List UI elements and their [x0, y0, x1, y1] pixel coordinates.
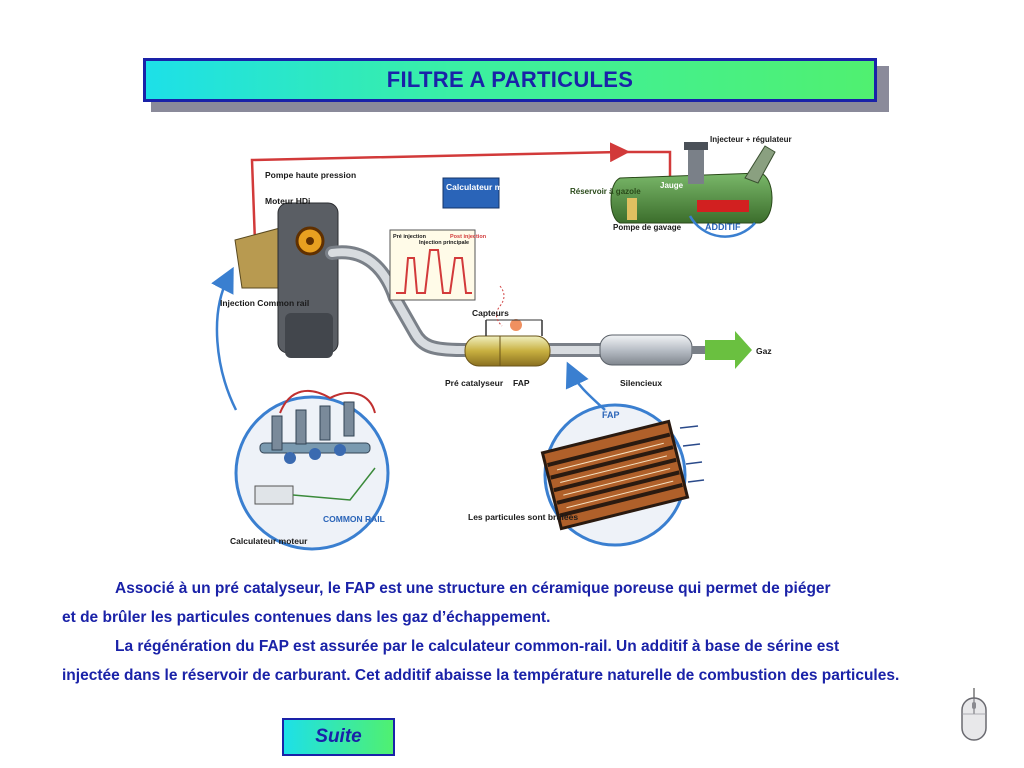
label-moteur-hdi: Moteur HDi — [265, 196, 310, 206]
svg-text:FAP: FAP — [602, 410, 620, 420]
svg-text:Pompe de gavage: Pompe de gavage — [613, 223, 682, 232]
engine — [234, 202, 339, 358]
fap-zoom-inset — [540, 403, 705, 547]
label-fap-zoom: FAP — [602, 410, 620, 420]
label-pompe-gavage: Pompe de gavage — [613, 223, 682, 232]
svg-text:Moteur HDi: Moteur HDi — [265, 196, 310, 206]
svg-text:FAP: FAP — [513, 378, 530, 388]
svg-text:Pompe haute pression: Pompe haute pression — [265, 170, 356, 180]
label-pompe-haute-pression: Pompe haute pression — [265, 170, 356, 180]
label-calculateur-moteur-top: Calculateur moteur — [446, 182, 524, 192]
paragraph-1-line-1: Associé à un pré catalyseur, le FAP est … — [115, 580, 831, 597]
connection-arrows — [211, 266, 606, 411]
svg-text:Calculateur moteur: Calculateur moteur — [446, 182, 524, 192]
svg-text:COMMON RAIL: COMMON RAIL — [323, 514, 385, 524]
svg-text:Réservoir à gazole: Réservoir à gazole — [570, 187, 641, 196]
injection-graph — [389, 229, 476, 301]
fuel-tank — [610, 142, 776, 238]
label-particules-brulees: Les particules sont brûlées — [468, 512, 578, 522]
svg-text:Post injection: Post injection — [450, 234, 487, 240]
label-capteurs: Capteurs — [472, 308, 509, 318]
label-injection-principale: Injection principale — [419, 240, 469, 246]
sensors — [485, 285, 543, 336]
label-common-rail: COMMON RAIL — [323, 514, 385, 524]
paragraph-1-line-2: et de brûler les particules contenues da… — [62, 609, 551, 626]
label-additif: ADDITIF — [705, 222, 741, 232]
label-gaz: Gaz — [756, 346, 772, 356]
svg-text:Injection principale: Injection principale — [419, 240, 469, 246]
label-injecteur-regulateur: Injecteur + régulateur — [710, 135, 792, 144]
svg-text:Gaz: Gaz — [756, 346, 772, 356]
svg-text:Silencieux: Silencieux — [620, 378, 662, 388]
svg-text:Capteurs: Capteurs — [472, 308, 509, 318]
title-banner: FILTRE A PARTICULES — [143, 58, 877, 102]
label-jauge: Jauge — [660, 181, 684, 190]
suite-button-label: Suite — [315, 726, 362, 747]
paragraph-2-line-1: La régénération du FAP est assurée par l… — [115, 638, 840, 655]
label-reservoir-gazole: Réservoir à gazole — [570, 187, 641, 196]
label-pre-injection: Pré injection — [393, 234, 427, 240]
paragraph-2-line-2: injectée dans le réservoir de carburant.… — [62, 667, 900, 684]
label-calculateur-moteur-bottom: Calculateur moteur — [230, 536, 308, 546]
label-fap: FAP — [513, 378, 530, 388]
page-title: FILTRE A PARTICULES — [386, 67, 634, 92]
label-injection-common-rail: Injection Common rail — [220, 298, 309, 308]
label-post-injection: Post injection — [450, 234, 487, 240]
suite-button[interactable]: Suite — [282, 718, 395, 756]
svg-text:Pré catalyseur: Pré catalyseur — [445, 378, 504, 388]
mouse-icon[interactable] — [958, 688, 990, 744]
fuel-line — [250, 142, 672, 244]
fap-system-diagram: Pompe haute pression Moteur HDi Calculat… — [211, 135, 792, 551]
svg-text:Calculateur moteur: Calculateur moteur — [230, 536, 308, 546]
svg-text:Jauge: Jauge — [660, 181, 684, 190]
svg-text:Pré injection: Pré injection — [393, 234, 427, 240]
svg-text:Injection Common rail: Injection Common rail — [220, 298, 309, 308]
svg-text:Les particules sont brûlées: Les particules sont brûlées — [468, 512, 578, 522]
label-pre-catalyseur: Pré catalyseur — [445, 378, 504, 388]
common-rail-inset — [234, 390, 390, 551]
calculateur-moteur-box — [442, 177, 500, 209]
label-silencieux: Silencieux — [620, 378, 662, 388]
svg-text:Injecteur + régulateur: Injecteur + régulateur — [710, 135, 792, 144]
svg-text:ADDITIF: ADDITIF — [705, 222, 741, 232]
